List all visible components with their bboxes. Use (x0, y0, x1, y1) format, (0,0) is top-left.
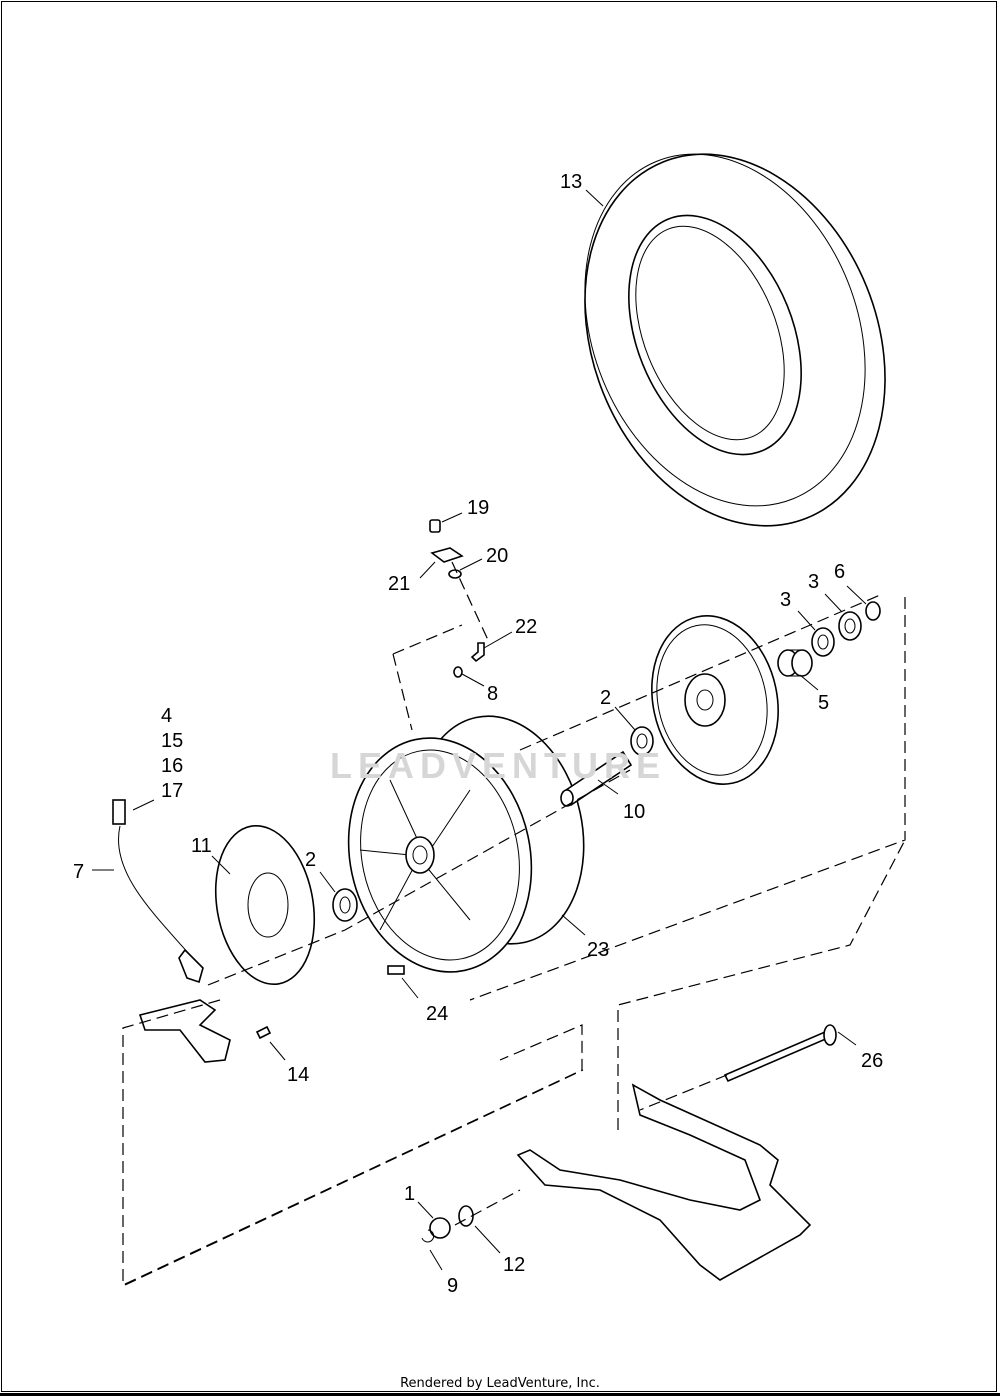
leader-lines (92, 189, 867, 1271)
callout-24: 24 (426, 1003, 448, 1025)
callout-17: 17 (161, 780, 183, 802)
valve-cap[interactable] (429, 519, 441, 533)
callout-3-inner: 3 (780, 589, 791, 611)
wheel-weight-24[interactable] (387, 965, 405, 975)
bearing-3b[interactable] (838, 611, 862, 641)
caliper-bracket[interactable] (138, 999, 231, 1063)
callout-9: 9 (447, 1275, 458, 1297)
callout-20: 20 (486, 545, 508, 567)
rear-pulley[interactable] (637, 604, 794, 796)
brake-rotor[interactable] (204, 818, 326, 992)
callout-2-wheel: 2 (305, 849, 316, 871)
callout-22: 22 (515, 616, 537, 638)
callout-8: 8 (487, 683, 498, 705)
footer-rule (0, 1393, 1000, 1396)
bearing-2b[interactable] (332, 888, 358, 922)
callout-15: 15 (161, 730, 183, 752)
axle-spacer-10[interactable] (560, 750, 633, 807)
callout-6: 6 (834, 561, 845, 583)
callout-7: 7 (73, 861, 84, 883)
callout-11: 11 (191, 835, 212, 857)
callout-16: 16 (161, 755, 183, 777)
callout-26: 26 (861, 1050, 883, 1072)
bearing-2a[interactable] (630, 726, 654, 756)
valve-stem[interactable] (470, 642, 485, 663)
callout-13: 13 (560, 171, 582, 193)
bearing-3a[interactable] (811, 627, 835, 657)
callout-19: 19 (467, 497, 489, 519)
callout-10: 10 (623, 801, 645, 823)
callout-14: 14 (287, 1064, 309, 1086)
abs-sensor[interactable] (112, 799, 204, 984)
clip-9[interactable] (421, 1229, 435, 1243)
axle-nut[interactable] (429, 1217, 451, 1239)
callout-1: 1 (404, 1183, 415, 1205)
dashed-guides (122, 561, 906, 1286)
footer-credit: Rendered by LeadVenture, Inc. (400, 1376, 600, 1391)
callout-2-pulley: 2 (600, 687, 611, 709)
valve-oring[interactable] (448, 569, 462, 579)
rotor-bolt[interactable] (255, 1025, 272, 1040)
callout-3-outer: 3 (808, 571, 819, 593)
callout-23: 23 (587, 939, 609, 961)
watermark: LEADVENTURE (330, 745, 666, 786)
tire[interactable] (531, 109, 938, 571)
callout-5: 5 (818, 692, 829, 714)
seal-6[interactable] (865, 601, 881, 621)
valve-core[interactable] (453, 666, 463, 678)
callout-12: 12 (503, 1254, 525, 1276)
swingarm[interactable] (516, 1083, 812, 1281)
spacer[interactable] (777, 649, 813, 677)
wheel[interactable] (327, 700, 604, 989)
callout-21: 21 (388, 573, 410, 595)
valve-weight[interactable] (430, 547, 464, 563)
rear-axle[interactable] (723, 1024, 837, 1083)
callout-4: 4 (161, 705, 172, 727)
